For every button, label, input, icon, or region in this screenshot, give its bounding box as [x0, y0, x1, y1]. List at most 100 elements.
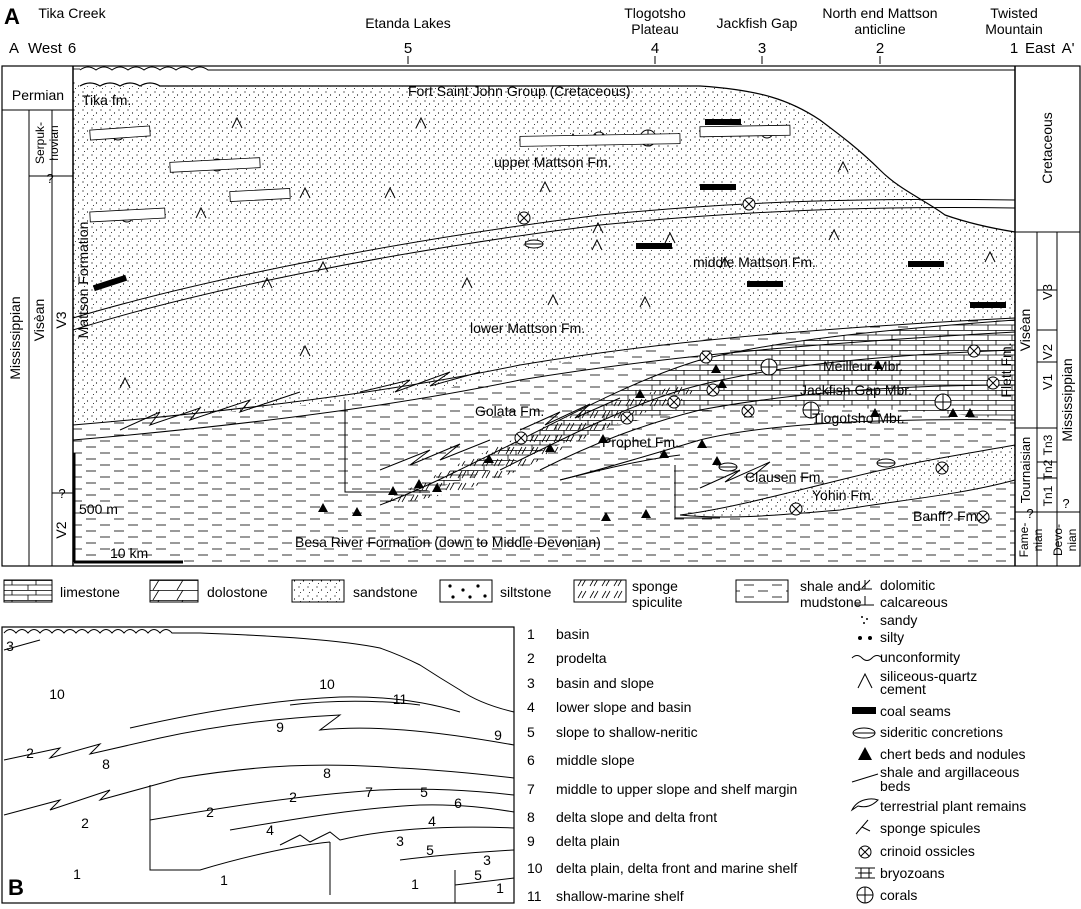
- b-num-4-left: 4: [266, 822, 274, 838]
- b-num-7: 7: [365, 784, 373, 800]
- end-west: West: [28, 40, 63, 57]
- env-num-7: 7: [527, 781, 535, 797]
- locality-labels: Tika Creek Etanda Lakes Tlogotsho Platea…: [38, 5, 1042, 37]
- label-middle-mattson: middle Mattson Fm.: [693, 254, 816, 270]
- left-v3: V3: [53, 311, 69, 328]
- legend-siliceous-2: cement: [880, 681, 926, 697]
- label-tika: Tika fm.: [82, 92, 131, 108]
- panel-a-label: A: [4, 4, 20, 29]
- end-a-prime: A': [1062, 40, 1075, 57]
- right-mississippian: Mississippian: [1059, 358, 1075, 441]
- b-num-11: 11: [393, 691, 408, 707]
- b-num-5-mid: 5: [426, 842, 434, 858]
- b-num-10-left: 10: [49, 686, 65, 702]
- label-clausen: Clausen Fm.: [745, 469, 824, 485]
- left-q1: ?: [46, 171, 53, 186]
- right-q2: ?: [1062, 496, 1069, 511]
- station-2: 2: [876, 40, 884, 57]
- right-tn1: Tn1: [1041, 485, 1055, 506]
- label-besa: Besa River Formation (down to Middle Dev…: [295, 534, 601, 550]
- legend-spiculite-2: spiculite: [632, 594, 683, 610]
- b-num-10-right: 10: [319, 676, 335, 692]
- legend-bryozoans: bryozoans: [880, 865, 945, 881]
- b-num-1-left: 1: [73, 866, 81, 882]
- station-4: 4: [651, 40, 659, 57]
- panel-b: [1, 626, 515, 904]
- env-num-6: 6: [527, 752, 535, 768]
- legend-corals: corals: [880, 887, 917, 903]
- right-tn3: Tn3: [1041, 434, 1055, 455]
- locality-tlogotsho-2: Plateau: [631, 21, 678, 37]
- legend-spiculite-1: sponge: [632, 578, 678, 594]
- env-label-6: middle slope: [556, 752, 635, 768]
- label-prophet: Prophet Fm.: [602, 434, 679, 450]
- sideritic-symbols: [524, 239, 896, 472]
- left-permian: Permian: [12, 87, 64, 103]
- legend-shale-beds-2: beds: [880, 778, 910, 794]
- locality-etanda: Etanda Lakes: [365, 15, 451, 31]
- env-num-2: 2: [527, 650, 535, 666]
- right-famennian: Fame-: [1017, 523, 1031, 558]
- b-num-6: 6: [454, 795, 462, 811]
- right-q1: ?: [1026, 506, 1033, 521]
- lithology-legend: limestone dolostone sandstone siltstone …: [3, 578, 862, 610]
- legend-siliceous-1: siliceous-quartz: [880, 668, 977, 684]
- right-devonian-2: nian: [1065, 529, 1079, 552]
- station-1: 1: [1010, 40, 1018, 57]
- end-east: East: [1025, 40, 1056, 57]
- legend-limestone: limestone: [60, 584, 120, 600]
- env-label-8: delta slope and delta front: [556, 809, 717, 825]
- environment-list: 1 basin 2 prodelta 3 basin and slope 4 l…: [527, 626, 797, 904]
- station-ticks: [407, 56, 881, 64]
- station-3: 3: [758, 40, 766, 57]
- b-num-5-upper: 5: [420, 784, 428, 800]
- legend-unconformity: unconformity: [880, 649, 960, 665]
- b-num-1-right: 1: [411, 876, 419, 892]
- env-label-7: middle to upper slope and shelf margin: [556, 781, 797, 797]
- label-yohin: Yohin Fm.: [812, 487, 875, 503]
- right-famennian-2: nian: [1031, 529, 1045, 552]
- locality-mattson-2: anticline: [854, 21, 906, 37]
- b-num-2-right: 2: [289, 789, 297, 805]
- legend-shale-beds-1: shale and argillaceous: [880, 764, 1019, 780]
- legend-crinoid: crinoid ossicles: [880, 843, 975, 859]
- unit-labels: Fort Saint John Group (Cretaceous) Tika …: [82, 83, 981, 550]
- env-num-4: 4: [527, 699, 535, 715]
- b-num-8-left: 8: [102, 756, 110, 772]
- locality-twisted-2: Mountain: [985, 21, 1043, 37]
- scale-bars: 500 m 10 km: [72, 453, 183, 564]
- scale-vertical: 500 m: [79, 501, 118, 517]
- left-mississippian: Mississippian: [7, 296, 23, 379]
- b-num-1-far: 1: [496, 880, 504, 896]
- locality-jackfish: Jackfish Gap: [717, 15, 798, 31]
- env-num-3: 3: [527, 675, 535, 691]
- right-v3: V3: [1040, 284, 1055, 300]
- legend-calcareous: calcareous: [880, 594, 948, 610]
- legend-sandstone: sandstone: [353, 584, 418, 600]
- env-num-8: 8: [527, 809, 535, 825]
- station-6: 6: [68, 40, 76, 57]
- b-num-9-right: 9: [494, 727, 502, 743]
- label-banff: Banff? Fm.: [913, 508, 981, 524]
- legend-shale-1: shale and: [800, 578, 861, 594]
- symbol-legend: dolomitic calcareous sandy silty unconfo…: [850, 577, 1026, 904]
- label-meilleur: Meilleur Mbr.: [823, 358, 903, 374]
- env-num-10: 10: [527, 860, 543, 876]
- locality-mattson: North end Mattson: [822, 5, 937, 21]
- env-num-1: 1: [527, 626, 535, 642]
- env-label-4: lower slope and basin: [556, 699, 691, 715]
- station-5: 5: [404, 40, 412, 57]
- legend-shale-2: mudstone: [800, 594, 862, 610]
- label-golata: Golata Fm.: [475, 403, 544, 419]
- label-tlogotsho: Tlogotsho Mbr.: [812, 410, 905, 426]
- right-cretaceous: Cretaceous: [1039, 112, 1055, 184]
- limestone-ledges: [89, 124, 791, 223]
- left-q2: ?: [58, 486, 65, 501]
- b-num-9-mid: 9: [276, 719, 284, 735]
- b-num-2-left: 2: [26, 745, 34, 761]
- b-num-8-right: 8: [323, 765, 331, 781]
- right-tn2: Tn2: [1041, 459, 1055, 480]
- env-num-9: 9: [527, 833, 535, 849]
- legend-chert: chert beds and nodules: [880, 746, 1026, 762]
